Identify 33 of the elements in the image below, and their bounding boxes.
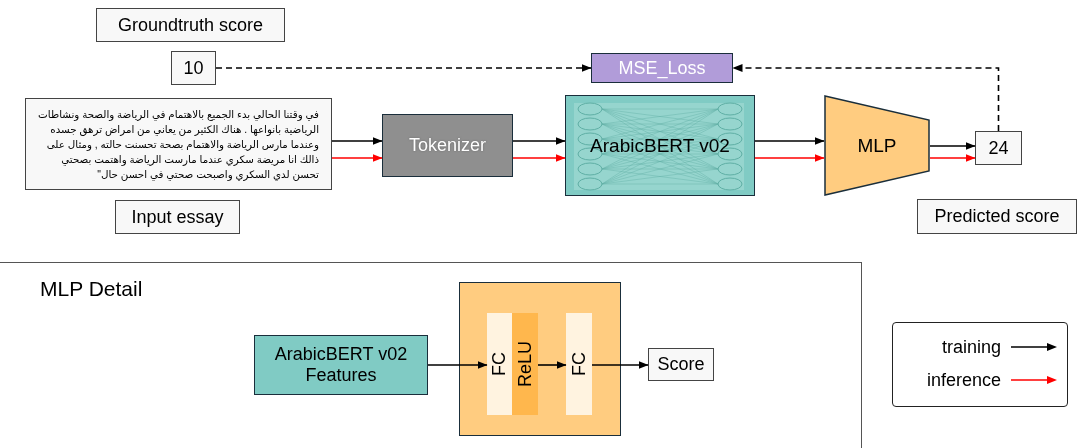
label-box: Groundtruth score: [96, 8, 285, 42]
tokenizer-box: Tokenizer: [382, 114, 513, 177]
value-box: 10: [171, 51, 216, 85]
arrow: [331, 137, 383, 145]
label-box: Predicted score: [917, 199, 1077, 234]
loss-box: MSE_Loss: [591, 53, 733, 83]
layer-bar: ReLU: [512, 313, 538, 415]
value-box: 24: [975, 131, 1022, 165]
arrow: [754, 137, 825, 145]
arrow: [215, 64, 592, 72]
arrow: [929, 154, 976, 162]
layer-bar: FC: [566, 313, 592, 415]
legend-label: training: [941, 336, 1001, 358]
arrow: [929, 142, 976, 150]
label-box: Input essay: [115, 200, 240, 234]
panel-title: MLP Detail: [40, 277, 143, 301]
mlp-trapezoid: MLP: [824, 95, 930, 196]
layer-bar: FC: [487, 313, 512, 415]
arrow: [427, 361, 488, 369]
legend-label: inference: [926, 369, 1001, 391]
arrow: [591, 361, 649, 369]
arrow: [732, 64, 1000, 132]
feature-box: ArabicBERT v02 Features: [254, 334, 428, 395]
arrow: [512, 137, 566, 145]
arrow: [512, 154, 566, 162]
essay-box: في وقتنا الحالي بدء الجميع بالاهتمام في الرياضة والصحة ونشاطات الرياضية بانواعها . هناك الكثير من يعاني من امراض ترهق جسده وعندما مارس الرياضة والاهتمام بصحة تحسنت حالته , ومثال على ذالك انا مريضة سكري عندما مارست الرياضة واهتمت بصحتي تحسن لدي السكري واصبحت صحتي في احسن حال": [25, 98, 332, 190]
arrow: [331, 154, 383, 162]
mlp-block: [459, 281, 621, 436]
arrow: [537, 361, 567, 369]
box-label: ArabicBERT v02: [590, 134, 730, 157]
output-box: Score: [648, 347, 714, 381]
arrow: [754, 154, 825, 162]
detail-panel: [0, 262, 862, 448]
